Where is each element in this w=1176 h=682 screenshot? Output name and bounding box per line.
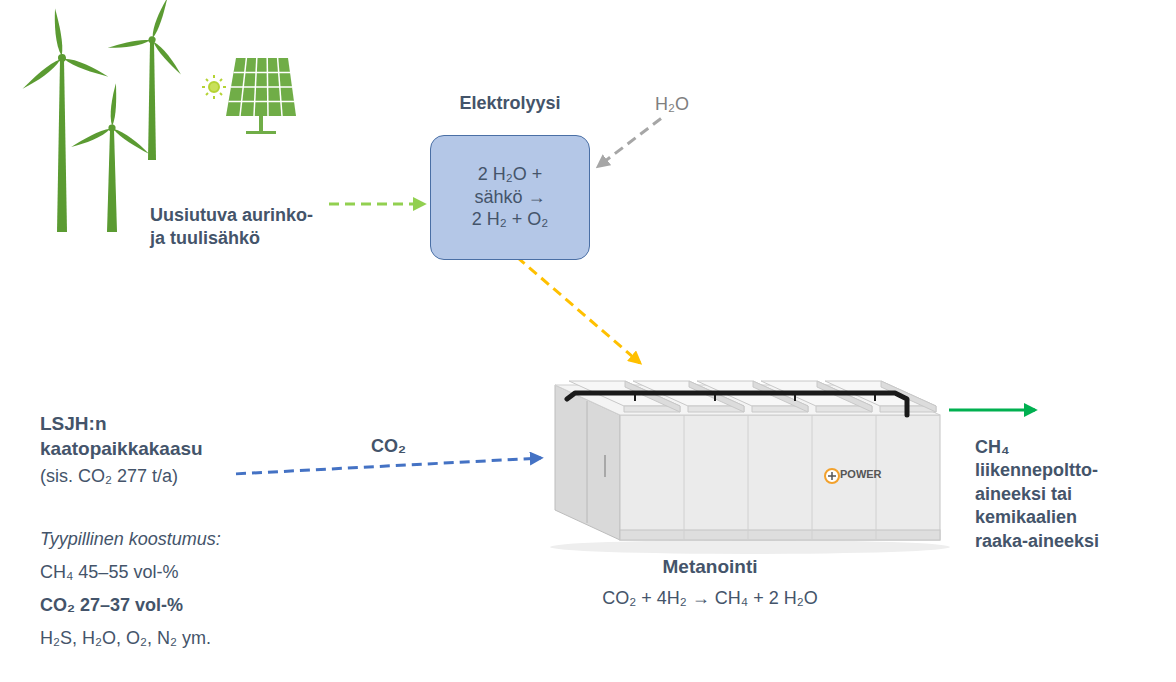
sun-icon <box>213 96 215 99</box>
solar-panel <box>234 72 291 74</box>
sun-icon <box>220 93 222 95</box>
wind-turbines <box>57 60 67 232</box>
methanation-container <box>620 530 940 540</box>
wind-turbines <box>106 0 205 77</box>
flow-arrow <box>236 458 541 474</box>
methanation-container <box>587 401 588 523</box>
methanation-container <box>794 393 796 401</box>
source-illustration: Uusiutuva aurinko- ja tuulisähkö <box>150 196 325 249</box>
methanation-container <box>620 415 940 540</box>
sun-icon <box>206 79 208 81</box>
methanation-unit: MetanointiCO₂ + 4H₂ → CH₄ + 2 H₂O <box>545 365 945 609</box>
sun-icon <box>220 79 222 81</box>
flow-label: CO₂ <box>368 436 409 458</box>
solar-panel <box>259 116 263 132</box>
sun-icon <box>202 86 205 88</box>
solar-panel <box>254 58 257 116</box>
methanation-container <box>812 415 813 540</box>
sun-icon <box>223 86 226 88</box>
unit-heading: Metanointi <box>545 555 875 579</box>
methanation-container <box>831 472 833 480</box>
solar-panel <box>278 58 282 116</box>
reaction-text: 2 H₂O + sähkö → 2 H₂ + O₂ <box>468 163 552 231</box>
methanation-container <box>569 381 936 412</box>
methanation-container <box>634 393 636 401</box>
wind-turbines <box>11 0 205 232</box>
sun-icon <box>209 82 219 92</box>
solar-panel <box>240 58 246 116</box>
sun-icon <box>213 75 215 78</box>
reaction-text: CO₂ + 4H₂ → CH₄ + 2 H₂O <box>545 587 875 610</box>
wind-turbines <box>70 80 156 157</box>
process-box: 2 H₂O + sähkö → 2 H₂ + O₂ <box>430 135 590 260</box>
flow-arrow <box>598 119 661 167</box>
methanation-container <box>825 469 839 483</box>
composition-row: CH₄ 45–55 vol-% <box>40 561 178 584</box>
composition-row: CO₂ 27–37 vol-% <box>40 594 183 617</box>
methanation-container <box>874 393 876 401</box>
methanation-container <box>635 393 875 401</box>
input-label: H₂O <box>655 93 689 116</box>
methanation-container <box>748 415 749 540</box>
solar-panel <box>226 58 296 134</box>
wind-turbines <box>148 42 156 160</box>
wind-turbines <box>107 130 117 232</box>
solar-panel <box>229 58 295 116</box>
solar-panel <box>229 101 295 103</box>
source-label: Uusiutuva aurinko- ja tuulisähkö <box>150 204 325 249</box>
flow-arrow <box>949 409 1035 412</box>
methanation-container <box>604 455 606 477</box>
electrolysis-unit: Elektrolyysi 2 H₂O + sähkö → 2 H₂ + O₂ <box>430 92 590 260</box>
unit-heading: Elektrolyysi <box>430 92 590 115</box>
methanation-container <box>684 415 685 540</box>
sun-icon <box>202 75 226 99</box>
sun-icon <box>206 93 208 95</box>
wind-turbines <box>11 2 110 91</box>
solar-panel <box>231 86 292 88</box>
solar-panel <box>246 131 276 134</box>
source-label: LSJH:n kaatopaikkakaasu <box>40 412 230 461</box>
water-input: H₂O <box>655 93 689 116</box>
flow-arrow <box>329 203 424 206</box>
methanation-container <box>587 401 876 540</box>
source-note: (sis. CO₂ 277 t/a) <box>40 465 230 488</box>
solar-panel <box>266 58 268 116</box>
methanation-container <box>567 393 907 415</box>
product-output: CH₄ liikennepoltto- aineeksi tai kemikaa… <box>975 410 1135 553</box>
methanation-container <box>714 393 716 401</box>
solar-panel <box>226 58 296 116</box>
illustration-area <box>545 365 945 555</box>
landfill-gas-source: LSJH:n kaatopaikkakaasu (sis. CO₂ 277 t/a… <box>40 412 230 488</box>
methanation-container <box>550 540 950 554</box>
composition-heading: Tyypillinen koostumus: <box>40 528 221 551</box>
composition-row: H₂S, H₂O, O₂, N₂ ym. <box>40 627 211 650</box>
logo-text: POWER <box>840 469 882 480</box>
product-label: CH₄ liikennepoltto- aineeksi tai kemikaa… <box>975 436 1135 553</box>
methanation-container <box>550 381 950 554</box>
